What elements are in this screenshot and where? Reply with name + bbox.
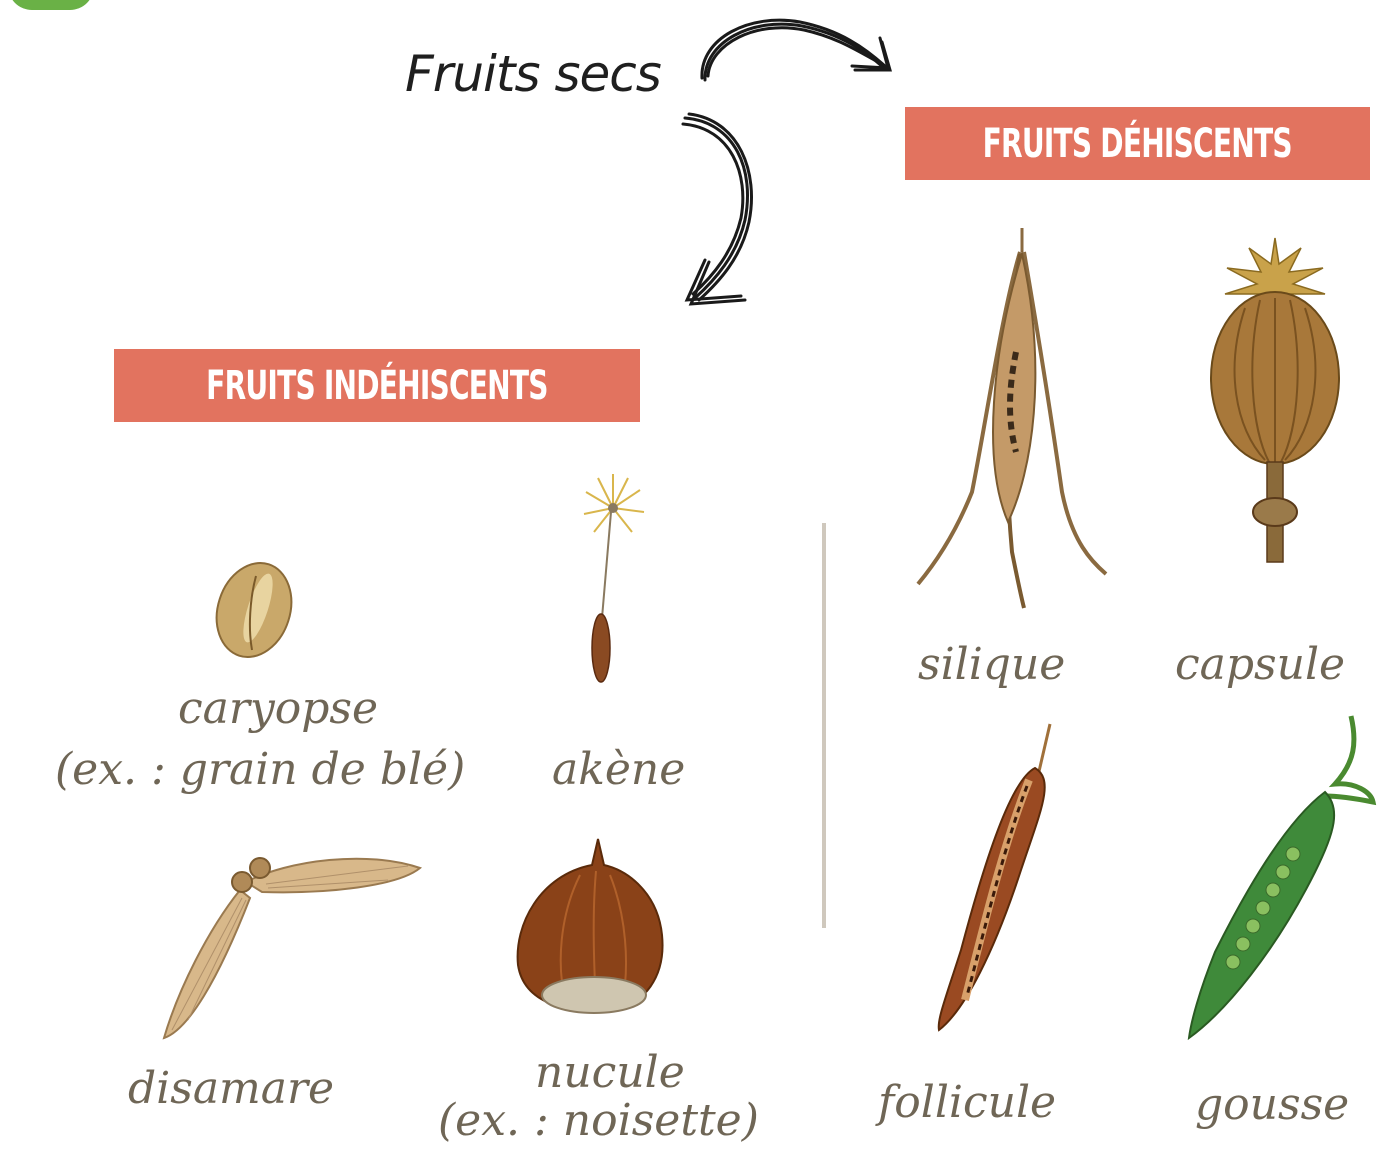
diagram-title: Fruits secs [405,44,675,104]
silique-label: silique [918,640,1065,690]
disamare-illustration [158,850,428,1050]
capsule-illustration [1205,228,1345,573]
indehiscent-banner: FRUITS INDÉHISCENTS [114,349,640,422]
akene-illustration [580,470,650,685]
caryopse-example: (ex. : grain de blé) [55,745,465,795]
nucule-illustration [510,835,670,1015]
dehiscent-banner: FRUITS DÉHISCENTS [905,107,1370,180]
capsule-label: capsule [1175,640,1345,690]
nucule-label: nucule [535,1048,685,1098]
follicule-illustration [925,720,1075,1035]
follicule-label: follicule [878,1078,1056,1128]
category-divider [822,523,826,928]
corner-decoration [8,0,94,10]
gousse-illustration [1185,712,1375,1042]
silique-illustration [912,222,1112,612]
caryopse-illustration [212,558,297,663]
nucule-example: (ex. : noisette) [438,1096,759,1146]
arrow-down-icon [675,110,765,310]
akene-label: akène [552,745,685,795]
gousse-label: gousse [1195,1080,1349,1130]
arrow-right-icon [690,8,900,98]
disamare-label: disamare [128,1064,334,1114]
caryopse-label: caryopse [178,684,378,734]
